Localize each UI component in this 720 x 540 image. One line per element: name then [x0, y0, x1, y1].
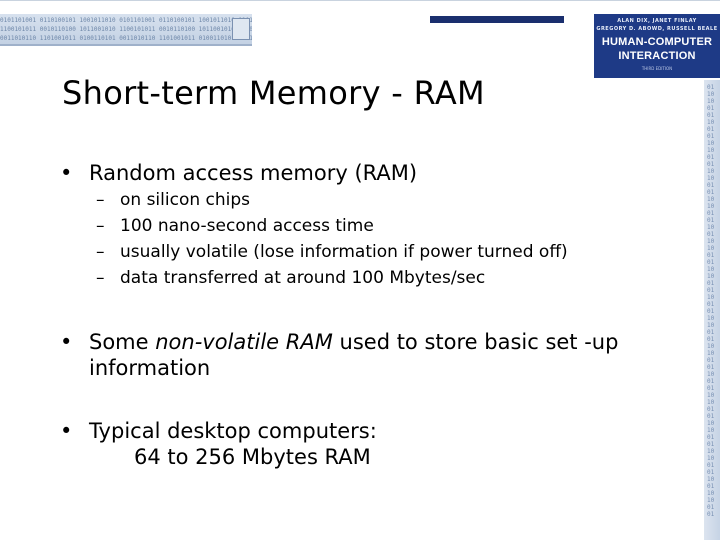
sub-bullet-item: – 100 nano-second access time	[96, 216, 686, 242]
sub-bullet-text: 100 nano-second access time	[120, 216, 374, 236]
header-rule	[0, 0, 720, 1]
strip-underline	[0, 44, 252, 46]
sub-bullet-item: – data transferred at around 100 Mbytes/…	[96, 268, 686, 294]
header-dark-bar	[430, 16, 564, 23]
sub-bullet-list: – on silicon chips – 100 nano-second acc…	[96, 190, 686, 294]
sub-bullet-dash: –	[96, 190, 105, 210]
sub-bullet-item: – on silicon chips	[96, 190, 686, 216]
sub-bullet-item: – usually volatile (lose information if …	[96, 242, 686, 268]
sub-bullet-dash: –	[96, 242, 105, 262]
bullet-text-prefix: Some	[89, 330, 156, 354]
bullet-dot: •	[60, 161, 73, 185]
cover-title-line1: HUMAN-COMPUTER	[601, 36, 713, 48]
book-cover-logo: ALAN DIX, JANET FINLAY GREGORY D. ABOWD,…	[594, 14, 720, 78]
cover-edition: THIRD EDITION	[641, 66, 673, 71]
binary-pattern-row: 0011010110 1101001011 0100110101 0011010…	[0, 35, 252, 42]
sub-bullet-text: data transferred at around 100 Mbytes/se…	[120, 268, 486, 288]
cover-authors-line1: ALAN DIX, JANET FINLAY	[617, 18, 697, 24]
binary-decoration-strip: 0101101001 0110100101 1001011010 0101101…	[0, 14, 252, 44]
bullet-text-line2: 64 to 256 Mbytes RAM	[134, 445, 371, 469]
side-binary-strip: 0110100101100101101001011010010110100101…	[704, 80, 720, 540]
side-binary-pattern: 0110100101100101101001011010010110100101…	[707, 84, 715, 518]
strip-square-decoration	[232, 18, 250, 40]
sub-bullet-dash: –	[96, 268, 105, 288]
cover-title-line2: INTERACTION	[618, 50, 696, 62]
sub-bullet-text: on silicon chips	[120, 190, 251, 210]
bullet-text: Typical desktop computers: 64 to 256 Mby…	[89, 418, 679, 470]
bullet-text-suffix: used to store basic set -up information	[89, 330, 619, 380]
bullet-text: Random access memory (RAM)	[89, 161, 418, 185]
bullet-dot: •	[60, 330, 73, 354]
binary-pattern-row: 0101101001 0110100101 1001011010 0101101…	[0, 17, 252, 24]
slide-title: Short-term Memory - RAM	[62, 74, 485, 112]
bullet-text-emphasis: non-volatile RAM	[155, 330, 333, 354]
sub-bullet-dash: –	[96, 216, 105, 236]
bullet-text: Some non-volatile RAM used to store basi…	[89, 329, 679, 381]
cover-authors-line2: GREGORY D. ABOWD, RUSSELL BEALE	[596, 26, 718, 32]
bullet-text-line1: Typical desktop computers:	[89, 419, 377, 443]
binary-pattern-row: 1100101011 0010110100 1011001010 1100101…	[0, 26, 252, 33]
sub-bullet-text: usually volatile (lose information if po…	[120, 242, 568, 262]
bullet-dot: •	[60, 419, 73, 443]
